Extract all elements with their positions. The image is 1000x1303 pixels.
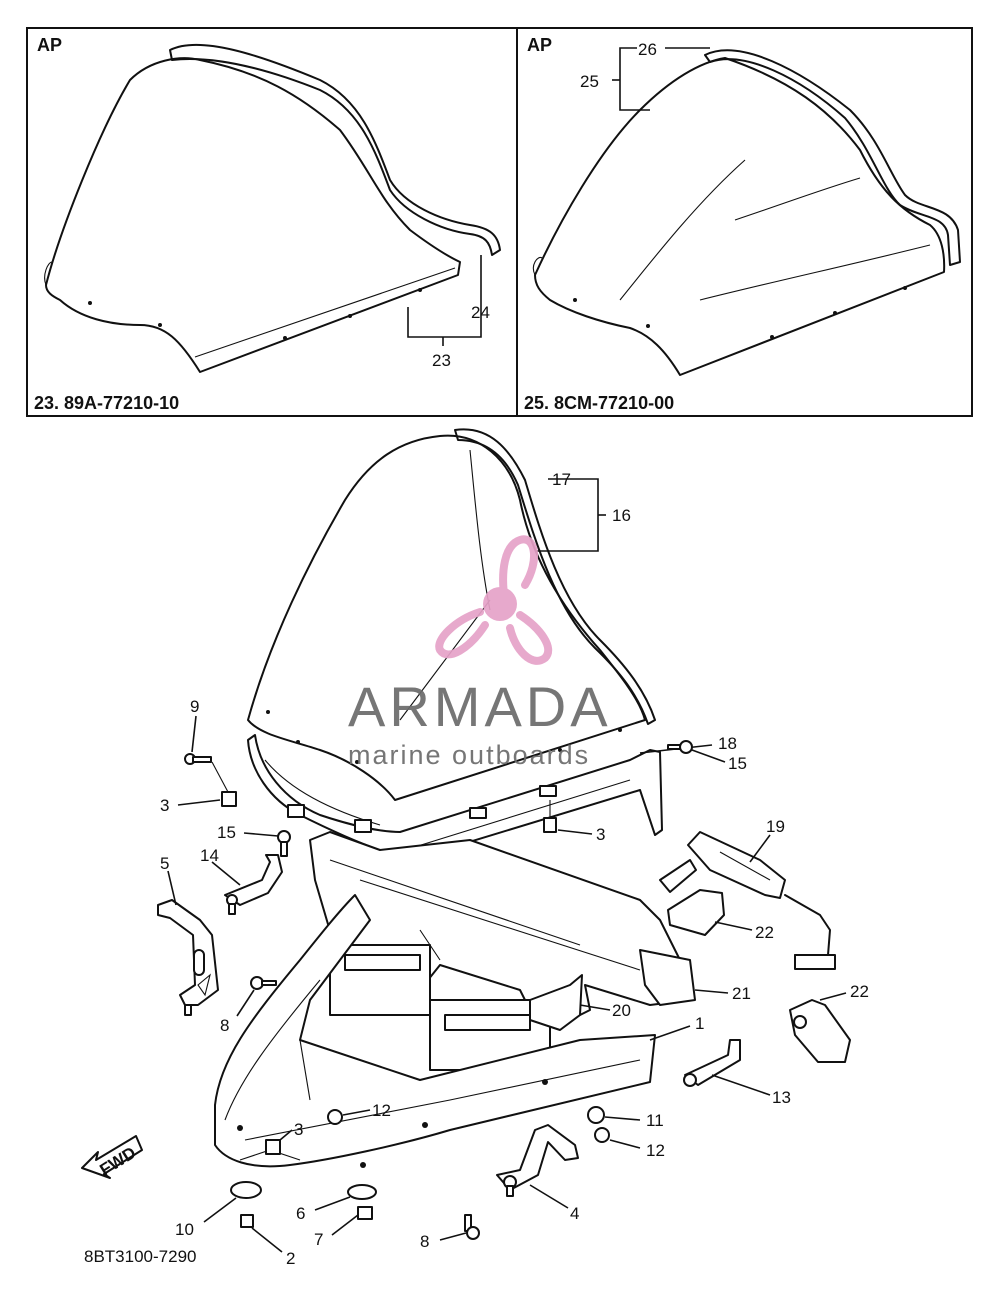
bolt-15-left — [277, 830, 291, 857]
bolt-9 — [184, 753, 212, 765]
callout-10: 10 — [175, 1220, 194, 1239]
nut-7 — [357, 1206, 373, 1220]
watermark-brand: ARMADA — [348, 675, 612, 738]
bracket-22-upper — [667, 889, 725, 936]
inset-panel-right: AP 26 25 25. 8CM-77210-00 — [516, 27, 973, 417]
bolt-8-bottom — [464, 1214, 480, 1240]
inset-caption: 23. 89A-77210-10 — [34, 393, 179, 413]
callout-25: 25 — [580, 72, 599, 91]
windscreen-25-drawing — [532, 49, 961, 376]
bracket-4 — [496, 1124, 579, 1197]
propeller-logo-icon — [435, 535, 553, 665]
nut-3-center — [543, 817, 557, 833]
cowl-stay-1 — [214, 831, 691, 1168]
callout-23: 23 — [432, 351, 451, 370]
callout-16: 16 — [612, 506, 631, 525]
inset-panel-left: AP 24 23 23. 89A-77210-10 — [26, 27, 518, 417]
bracket-22-lower — [789, 999, 851, 1063]
inset-tag: AP — [37, 35, 62, 55]
callout-12: 12 — [646, 1141, 665, 1160]
cowl-brace-18 — [247, 734, 663, 861]
nut-12-left — [327, 1109, 343, 1125]
callout-20: 20 — [612, 1001, 631, 1020]
callout-4: 4 — [570, 1204, 579, 1223]
callout-3: 3 — [596, 825, 605, 844]
damper-10 — [230, 1181, 262, 1199]
duct-20 — [529, 974, 583, 1031]
callout-11: 11 — [646, 1111, 664, 1130]
duct-21 — [639, 949, 696, 1006]
callout-7: 7 — [314, 1230, 323, 1249]
callout-6: 6 — [296, 1204, 305, 1223]
bracket-5 — [157, 899, 219, 1016]
callout-22: 22 — [850, 982, 869, 1001]
callout-22: 22 — [755, 923, 774, 942]
bracket-19 — [659, 831, 836, 970]
callout-3: 3 — [294, 1120, 303, 1139]
inset-caption: 25. 8CM-77210-00 — [524, 393, 674, 413]
inset-tag: AP — [527, 35, 552, 55]
callout-2: 2 — [286, 1249, 295, 1268]
diagram-code: 8BT3100-7290 — [84, 1247, 196, 1266]
watermark-tagline: marine outboards — [348, 740, 590, 770]
callout-18: 18 — [718, 734, 737, 753]
grommet-11 — [587, 1106, 605, 1124]
bracket-14 — [224, 854, 283, 915]
windscreen-23-drawing — [44, 43, 501, 373]
bracket-13 — [683, 1039, 741, 1087]
bolt-15-right — [667, 740, 693, 754]
watermark: ARMADA marine outboards — [348, 535, 612, 770]
callout-15: 15 — [217, 823, 236, 842]
callout-8: 8 — [420, 1232, 429, 1251]
callout-5: 5 — [160, 854, 169, 873]
nut-3-lower — [265, 1139, 281, 1155]
callout-1: 1 — [695, 1014, 704, 1033]
bolt-8-left — [250, 976, 277, 990]
callout-8: 8 — [220, 1016, 229, 1035]
callout-13: 13 — [772, 1088, 791, 1107]
callout-26: 26 — [638, 40, 657, 59]
callout-21: 21 — [732, 984, 751, 1003]
callout-14: 14 — [200, 846, 219, 865]
fwd-arrow-icon: FWD — [81, 1135, 143, 1180]
callout-17: 17 — [552, 470, 571, 489]
callout-19: 19 — [766, 817, 785, 836]
main-windscreen-drawing — [247, 428, 656, 801]
callout-15: 15 — [728, 754, 747, 773]
nut-12-right — [594, 1127, 610, 1143]
nut-2 — [240, 1214, 254, 1228]
callout-24: 24 — [471, 303, 490, 322]
callout-12: 12 — [372, 1101, 391, 1120]
callout-9: 9 — [190, 697, 199, 716]
damper-6 — [347, 1184, 377, 1200]
callout-3: 3 — [160, 796, 169, 815]
nut-3-left — [221, 791, 237, 807]
